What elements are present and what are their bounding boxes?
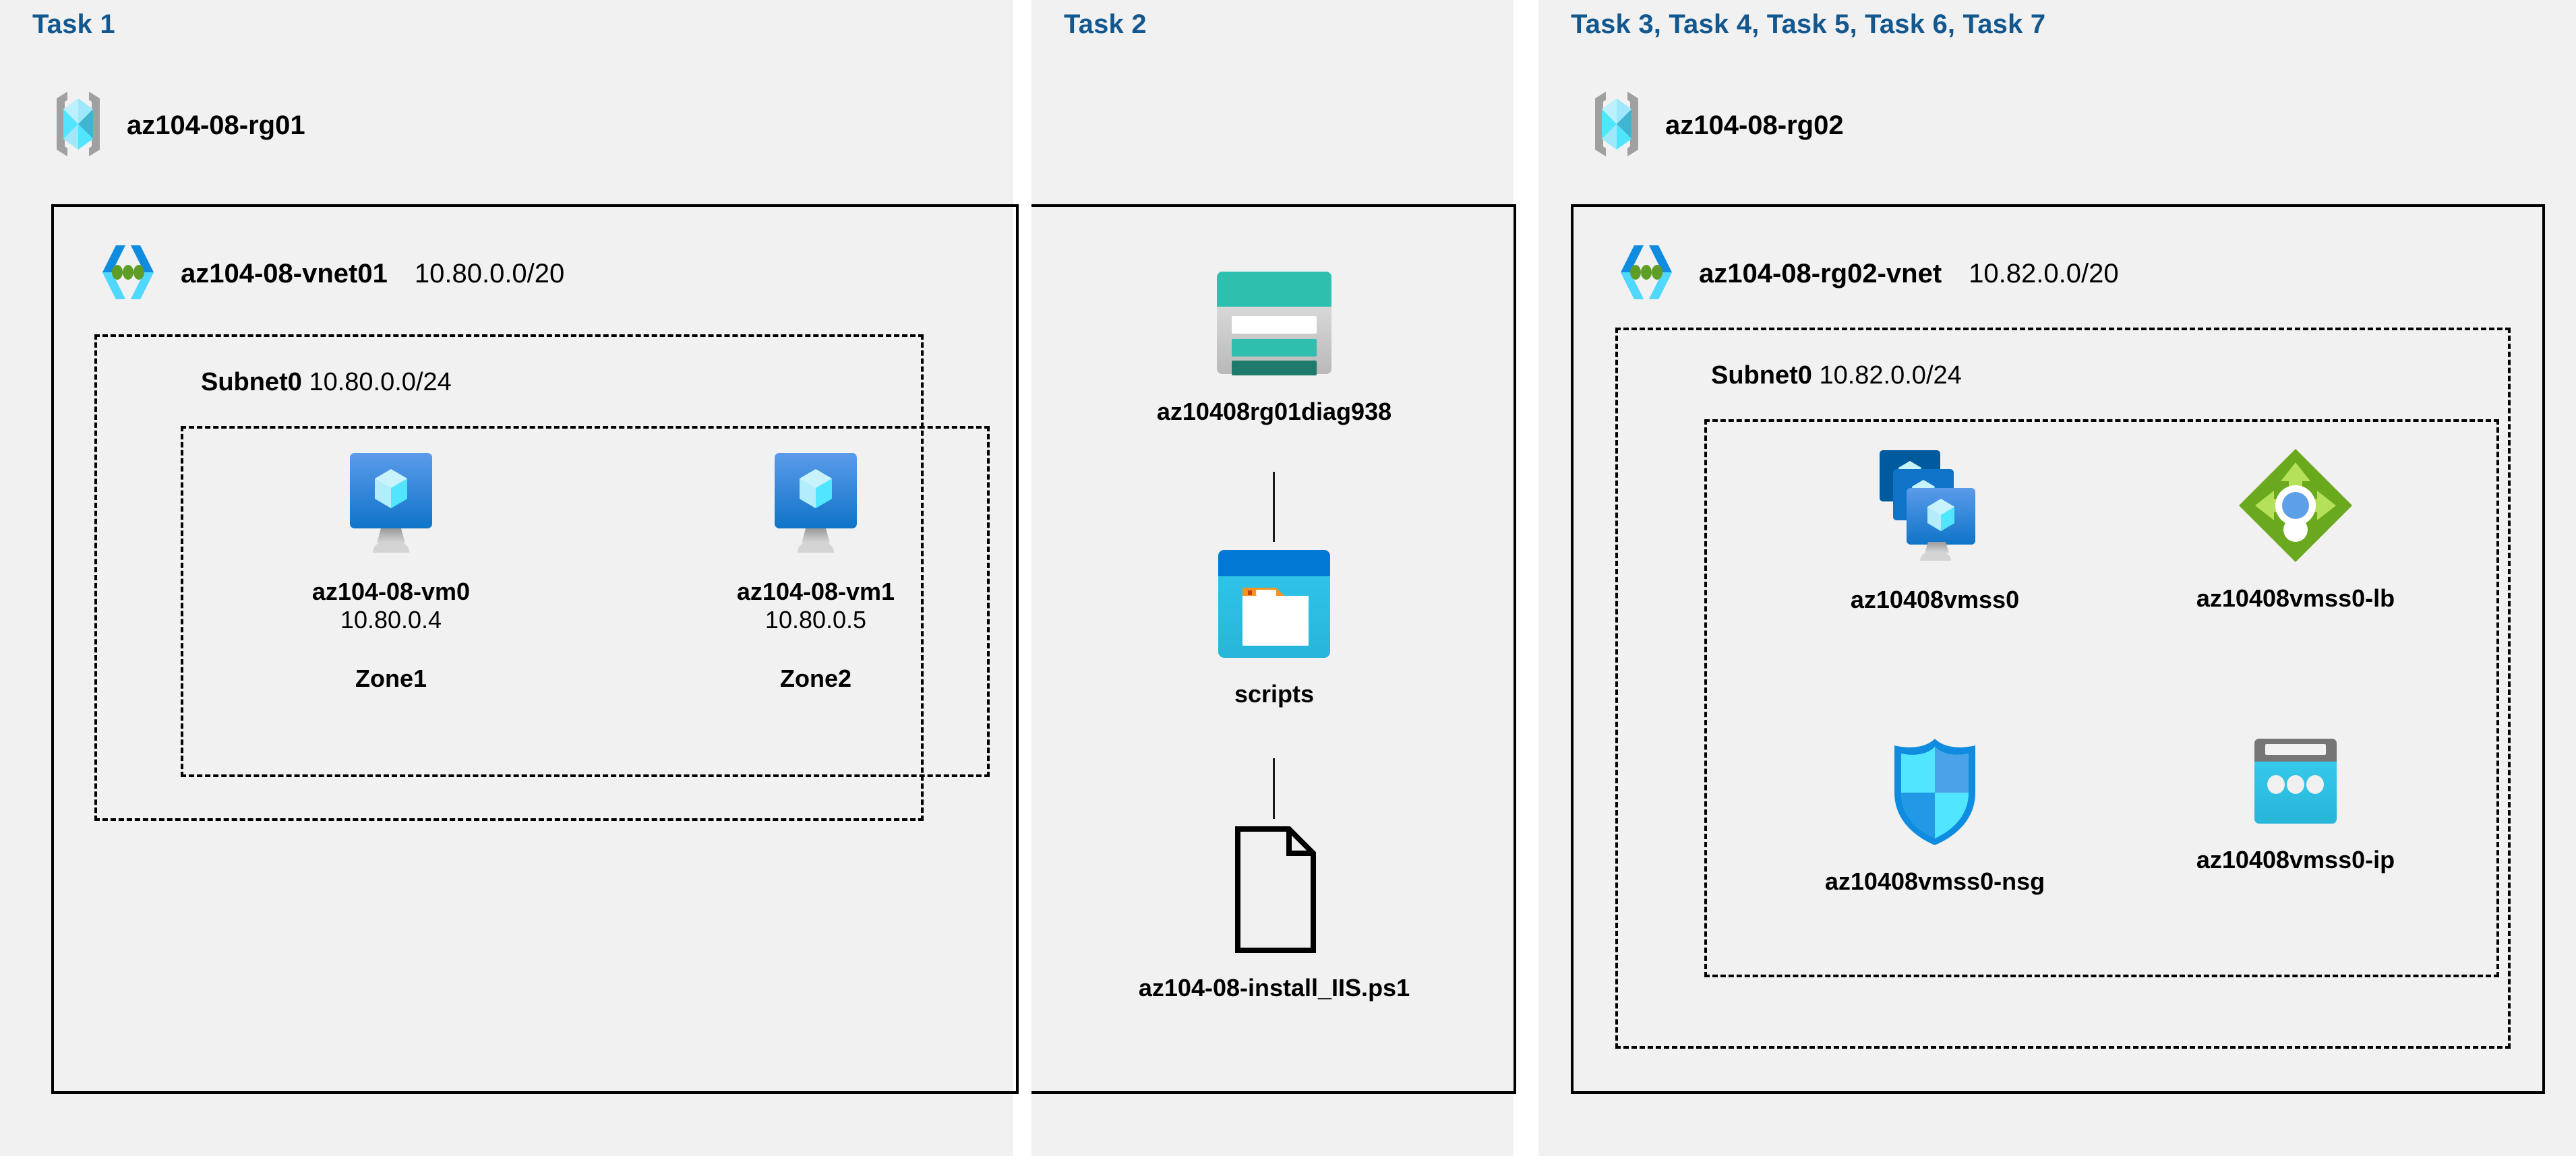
subnet-cidr: 10.82.0.0/24 [1819,361,1962,390]
node-zone: Zone1 [355,664,427,692]
subnet-header-task1: Subnet0 10.80.0.0/24 [201,368,452,397]
node-label: az10408vmss0-nsg [1824,867,2045,895]
node-vmss[interactable]: az10408vmss0 [1766,445,2103,614]
resource-group-rg01: az104-08-rg01 [47,88,305,164]
virtual-machine-icon [342,450,440,563]
node-vm1[interactable]: az104-08-vm1 10.80.0.5 Zone2 [701,450,930,693]
resource-group-rg02: az104-08-rg02 [1586,88,1844,164]
node-label: az104-08-vm0 [311,578,471,605]
node-label: az10408vmss0-lb [2196,584,2395,612]
network-security-group-icon [1885,735,1985,853]
vnet-cidr: 10.82.0.0/20 [1969,259,2119,288]
node-ip: 10.80.0.5 [765,606,867,634]
panel-task3to7 [1538,0,2576,1156]
load-balancer-icon [2235,445,2356,570]
node-label: az10408rg01diag938 [1156,398,1392,425]
node-vm0[interactable]: az104-08-vm0 10.80.0.4 Zone1 [276,450,506,693]
vnet-cidr: 10.80.0.0/20 [414,259,565,288]
connector-container-to-file [1273,758,1275,819]
resource-group-name: az104-08-rg01 [127,111,305,140]
node-storage-account[interactable]: az10408rg01diag938 [1106,266,1443,426]
node-label: az104-08-install_IIS.ps1 [1138,974,1410,1002]
vnet-box-rg02vnet [1571,204,2545,1094]
subnet-header-task3to7: Subnet0 10.82.0.0/24 [1711,361,1962,390]
subnet-name: Subnet0 [201,368,302,396]
connector-storage-to-container [1273,472,1275,542]
subnet-cidr: 10.80.0.0/24 [309,368,452,396]
resource-group-box-task3to7 [1704,419,2499,977]
virtual-machine-icon [767,450,865,563]
subnet-box-task3to7 [1615,328,2511,1049]
vnet-box-vnet01 [51,204,1019,1094]
zone-group-box-task1 [181,426,990,777]
vnet-box-task2 [1031,204,1516,1094]
vnet-header-rg02vnet: az104-08-rg02-vnet 10.82.0.0/20 [1611,237,2119,311]
node-blob-container[interactable]: scripts [1106,546,1443,708]
storage-account-icon [1210,266,1338,383]
node-public-ip[interactable]: az10408vmss0-ip [2127,735,2464,874]
virtual-network-icon [93,237,163,311]
node-network-security-group[interactable]: az10408vmss0-nsg [1766,735,2103,896]
subnet-name: Subnet0 [1711,361,1812,390]
node-label: az10408vmss0-ip [2196,846,2395,873]
node-script-file[interactable]: az104-08-install_IIS.ps1 [1079,824,1470,1002]
panel-task1 [0,0,1013,1156]
node-label: az10408vmss0 [1850,586,2020,613]
node-zone: Zone2 [779,664,851,692]
node-label: az104-08-vm1 [736,578,895,605]
task-label-1: Task 1 [32,9,115,39]
virtual-network-icon [1611,237,1681,311]
resource-group-icon [47,88,109,164]
task-label-3to7: Task 3, Task 4, Task 5, Task 6, Task 7 [1571,9,2046,39]
vnet-header-vnet01: az104-08-vnet01 10.80.0.0/20 [93,237,564,311]
node-label: scripts [1234,680,1315,708]
blob-container-icon [1213,546,1336,665]
vnet-name: az104-08-rg02-vnet [1699,259,1942,288]
vm-scale-set-icon [1867,445,2002,571]
task-label-2: Task 2 [1064,9,1147,39]
file-icon [1231,824,1317,959]
node-load-balancer[interactable]: az10408vmss0-lb [2127,445,2464,613]
resource-group-icon [1586,88,1648,164]
subnet-box-task1 [94,334,924,821]
resource-group-name: az104-08-rg02 [1665,111,1844,140]
node-ip: 10.80.0.4 [340,606,442,634]
vnet-name: az104-08-vnet01 [181,259,388,288]
public-ip-address-icon [2246,735,2345,831]
